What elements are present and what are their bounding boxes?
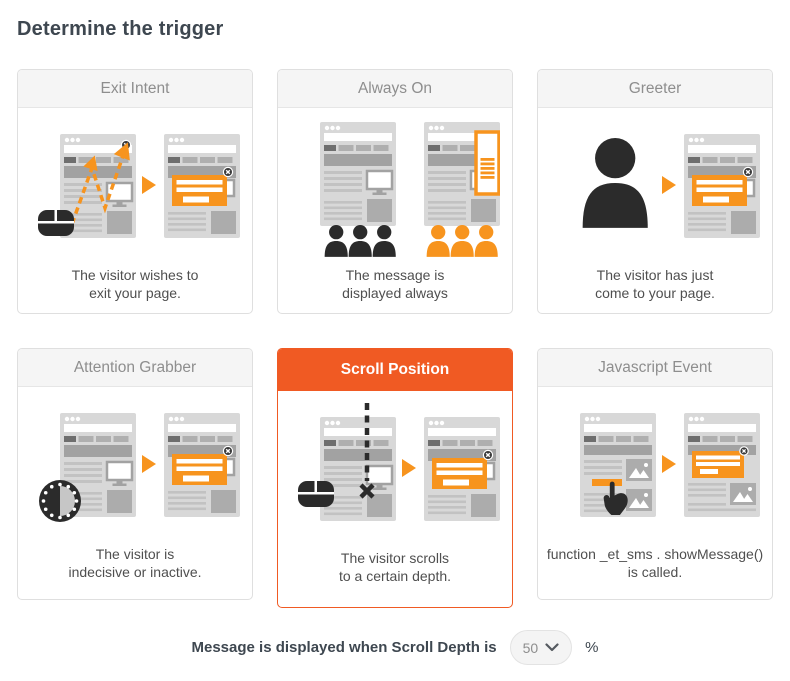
card-header[interactable]: Greeter (538, 70, 772, 108)
visitor-icon (582, 138, 648, 228)
caption-line: exit your page. (89, 285, 181, 301)
arrow-icon (142, 455, 156, 473)
clock-icon (39, 480, 81, 522)
trigger-card-scroll-position[interactable]: Scroll Position The visitor scrolls to a… (277, 348, 513, 608)
card-header[interactable]: Attention Grabber (18, 349, 252, 387)
chevron-down-icon (545, 643, 559, 652)
caption-line: is called. (627, 564, 683, 580)
card-header[interactable]: Scroll Position (278, 349, 512, 391)
card-caption: The visitor wishes to exit your page. (18, 266, 252, 302)
greeter-illustration (538, 111, 772, 263)
scroll-depth-control: Message is displayed when Scroll Depth i… (17, 630, 773, 665)
trigger-card-greeter[interactable]: Greeter The visitor has just come to you… (537, 69, 773, 314)
scroll-depth-value: 50 (522, 639, 539, 656)
card-title: Always On (357, 79, 433, 97)
card-title: Exit Intent (100, 79, 170, 97)
trigger-card-grid: Exit Intent The visitor w (17, 69, 773, 608)
card-caption: The visitor is indecisive or inactive. (18, 545, 252, 581)
caption-line: indecisive or inactive. (68, 564, 202, 580)
always-on-illustration (278, 111, 512, 263)
scroll-depth-label: Message is displayed when Scroll Depth i… (191, 639, 497, 656)
card-caption: The visitor has just come to your page. (538, 266, 772, 302)
card-caption: function _et_sms . showMessage() is call… (538, 545, 772, 581)
exit-intent-illustration (18, 111, 252, 263)
trigger-card-attention-grabber[interactable]: Attention Grabber The visitor is indecis… (17, 348, 253, 600)
scroll-depth-select[interactable]: 50 (509, 630, 573, 665)
card-caption: The visitor scrolls to a certain depth. (278, 549, 512, 585)
caption-line: The visitor wishes to (71, 267, 199, 283)
arrow-icon (662, 455, 676, 473)
trigger-card-javascript-event[interactable]: Javascript Event function _et_sms . show… (537, 348, 773, 600)
trigger-settings-panel: Determine the trigger Exit Intent (17, 18, 773, 665)
arrow-icon (402, 459, 416, 477)
trigger-card-exit-intent[interactable]: Exit Intent The visitor w (17, 69, 253, 314)
caption-line: to a certain depth. (338, 568, 452, 584)
attention-grabber-illustration (18, 390, 252, 542)
card-title: Scroll Position (340, 360, 450, 378)
trigger-card-always-on[interactable]: Always On (277, 69, 513, 314)
page-title: Determine the trigger (17, 18, 224, 40)
exit-path-dashed-arrow (70, 155, 125, 225)
caption-line: The visitor has just (596, 267, 714, 283)
card-header[interactable]: Exit Intent (18, 70, 252, 108)
visitors-icons-highlighted (426, 225, 498, 257)
arrow-icon (142, 176, 156, 194)
card-header[interactable]: Javascript Event (538, 349, 772, 387)
arrow-icon (662, 176, 676, 194)
visitors-icons (324, 225, 396, 257)
percent-sign: % (585, 639, 599, 656)
scroll-position-illustration (278, 394, 512, 546)
caption-line: The visitor is (95, 546, 175, 562)
mouse-icon (298, 481, 334, 507)
caption-line: The message is (345, 267, 445, 283)
caption-line: The visitor scrolls (340, 550, 450, 566)
mouse-icon (38, 210, 74, 236)
card-caption: The message is displayed always (278, 266, 512, 302)
card-title: Javascript Event (598, 358, 712, 376)
caption-line: come to your page. (595, 285, 715, 301)
caption-line: function _et_sms . showMessage() (546, 546, 764, 562)
card-title: Attention Grabber (73, 358, 197, 376)
card-title: Greeter (628, 79, 682, 97)
caption-line: displayed always (342, 285, 448, 301)
depth-marker-x (359, 483, 375, 499)
card-header[interactable]: Always On (278, 70, 512, 108)
javascript-event-illustration (538, 390, 772, 542)
